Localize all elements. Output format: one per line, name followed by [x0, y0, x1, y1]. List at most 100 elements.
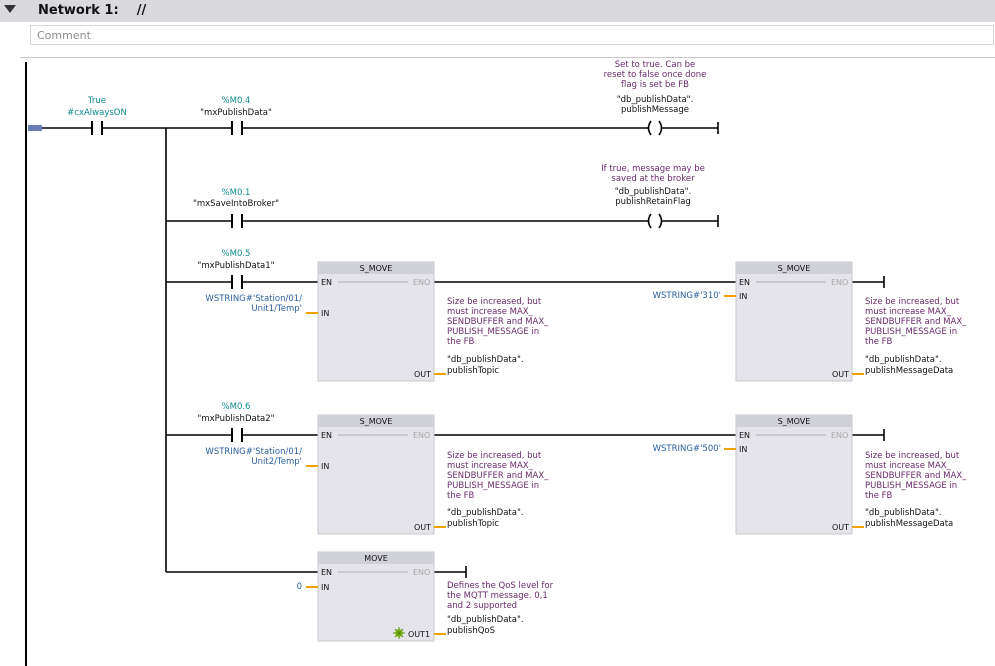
- out-comment: the FB: [865, 491, 893, 501]
- add-output-star-icon[interactable]: [393, 627, 405, 639]
- out-operand[interactable]: "db_publishData".: [447, 615, 524, 625]
- out-comment: PUBLISH_MESSAGE in: [865, 327, 957, 337]
- out-comment: must increase MAX_: [865, 307, 952, 317]
- contact-address[interactable]: %M0.1: [222, 188, 251, 198]
- out-comment: must increase MAX_: [447, 461, 534, 471]
- in-operand[interactable]: Unit2/Temp': [251, 457, 302, 467]
- out-comment: the FB: [865, 337, 893, 347]
- out-operand[interactable]: "db_publishData".: [447, 355, 524, 365]
- block-title: S_MOVE: [360, 417, 393, 426]
- coil-publish-message[interactable]: [647, 120, 663, 136]
- coil-comment: reset to false once done: [604, 70, 707, 80]
- out-comment: must increase MAX_: [865, 461, 952, 471]
- pin-eno: ENO: [413, 431, 430, 440]
- contact-publish[interactable]: [231, 121, 243, 135]
- pin-in: IN: [739, 445, 747, 454]
- out-comment: the MQTT message. 0,1: [447, 591, 548, 601]
- coil-comment: flag is set be FB: [621, 80, 689, 90]
- pin-in: IN: [321, 309, 329, 318]
- pin-eno: ENO: [831, 431, 848, 440]
- out-comment: PUBLISH_MESSAGE in: [447, 327, 539, 337]
- contact-variable[interactable]: "mxPublishData1": [197, 261, 274, 271]
- pin-out: OUT: [414, 370, 431, 379]
- block-title: MOVE: [364, 554, 388, 563]
- pin-in: IN: [321, 462, 329, 471]
- network-title[interactable]: Network 1: //: [38, 3, 147, 18]
- out-comment: SENDBUFFER and MAX_: [447, 471, 549, 481]
- contact-pub2[interactable]: [231, 428, 243, 442]
- contact-address[interactable]: True: [87, 96, 106, 106]
- in-operand[interactable]: WSTRING#'310': [653, 291, 721, 301]
- collapse-triangle-icon[interactable]: [4, 5, 16, 13]
- contact-variable[interactable]: "mxPublishData2": [197, 414, 274, 424]
- pin-out: OUT: [414, 523, 431, 532]
- network-header: [0, 0, 995, 22]
- contact-broker[interactable]: [231, 214, 243, 228]
- pin-en: EN: [321, 278, 332, 287]
- out-operand[interactable]: publishMessageData: [865, 366, 953, 376]
- in-operand[interactable]: WSTRING#'Station/01/: [205, 294, 302, 304]
- block-title: S_MOVE: [778, 264, 811, 273]
- contact-variable[interactable]: "mxPublishData": [200, 108, 272, 118]
- block-title: S_MOVE: [778, 417, 811, 426]
- out-comment: Size be increased, but: [447, 451, 542, 461]
- out-operand[interactable]: "db_publishData".: [447, 508, 524, 518]
- coil-comment: Set to true. Can be: [615, 60, 696, 70]
- pin-in: IN: [321, 583, 329, 592]
- out-comment: PUBLISH_MESSAGE in: [865, 481, 957, 491]
- block-title: S_MOVE: [360, 264, 393, 273]
- out-comment: Defines the QoS level for: [447, 581, 554, 591]
- pin-en: EN: [321, 431, 332, 440]
- pin-en: EN: [739, 431, 750, 440]
- pin-out: OUT: [832, 523, 849, 532]
- in-operand[interactable]: WSTRING#'Station/01/: [205, 447, 302, 457]
- contact-address[interactable]: %M0.4: [222, 96, 251, 106]
- out-comment: SENDBUFFER and MAX_: [865, 317, 967, 327]
- coil-comment: If true, message may be: [601, 164, 705, 174]
- out-operand[interactable]: publishTopic: [447, 519, 499, 529]
- out-operand[interactable]: publishQoS: [447, 626, 495, 636]
- out-operand[interactable]: publishTopic: [447, 366, 499, 376]
- network-comment-field[interactable]: Comment: [30, 25, 994, 45]
- out-comment: SENDBUFFER and MAX_: [865, 471, 967, 481]
- coil-variable[interactable]: publishMessage: [621, 105, 689, 115]
- coil-variable[interactable]: "db_publishData".: [615, 187, 692, 197]
- coil-retain-flag[interactable]: [647, 213, 663, 229]
- coil-variable[interactable]: "db_publishData".: [617, 95, 694, 105]
- pin-eno: ENO: [413, 278, 430, 287]
- contact-variable[interactable]: #cxAlwaysON: [67, 108, 127, 118]
- out-operand[interactable]: publishMessageData: [865, 519, 953, 529]
- contact-address[interactable]: %M0.6: [222, 402, 251, 412]
- out-comment: Size be increased, but: [865, 451, 960, 461]
- out-comment: and 2 supported: [447, 601, 517, 611]
- out-comment: Size be increased, but: [447, 297, 542, 307]
- pin-eno: ENO: [413, 568, 430, 577]
- out-comment: must increase MAX_: [447, 307, 534, 317]
- contact-variable[interactable]: "mxSaveIntoBroker": [193, 199, 279, 209]
- pin-eno: ENO: [831, 278, 848, 287]
- pin-en: EN: [739, 278, 750, 287]
- out-operand[interactable]: "db_publishData".: [865, 355, 942, 365]
- contact-pub1[interactable]: [231, 275, 243, 289]
- block-move-qos[interactable]: [317, 551, 435, 642]
- pin-out: OUT: [832, 370, 849, 379]
- out-comment: the FB: [447, 491, 475, 501]
- in-operand[interactable]: Unit1/Temp': [251, 304, 302, 314]
- out-comment: PUBLISH_MESSAGE in: [447, 481, 539, 491]
- contact-address[interactable]: %M0.5: [222, 249, 251, 259]
- in-operand[interactable]: 0: [297, 582, 302, 592]
- out-operand[interactable]: "db_publishData".: [865, 508, 942, 518]
- coil-variable[interactable]: publishRetainFlag: [615, 197, 691, 207]
- out-comment: the FB: [447, 337, 475, 347]
- out-comment: Size be increased, but: [865, 297, 960, 307]
- coil-comment: saved at the broker: [611, 174, 695, 184]
- separator: [20, 57, 995, 58]
- in-operand[interactable]: WSTRING#'500': [653, 444, 721, 454]
- rail-connector-icon[interactable]: [28, 125, 42, 131]
- pin-out1: OUT1: [408, 630, 430, 639]
- contact-always-on[interactable]: [91, 121, 103, 135]
- out-comment: SENDBUFFER and MAX_: [447, 317, 549, 327]
- pin-en: EN: [321, 568, 332, 577]
- pin-in: IN: [739, 292, 747, 301]
